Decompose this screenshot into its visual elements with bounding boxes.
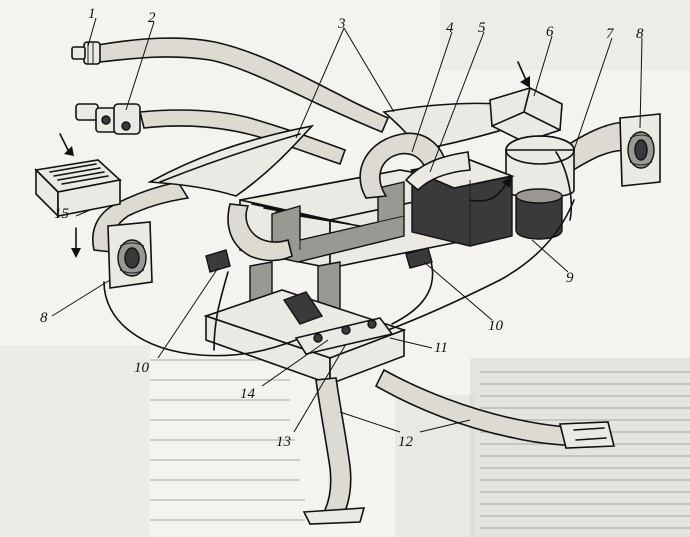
label-11: 11 xyxy=(434,340,448,356)
hose-connector-2-valve xyxy=(75,103,141,135)
label-1: 1 xyxy=(88,6,96,22)
leader-lines xyxy=(51,17,643,433)
fan-motor xyxy=(505,135,575,240)
label-3: 3 xyxy=(337,16,346,32)
label-10-left: 10 xyxy=(134,360,150,376)
label-5: 5 xyxy=(478,20,486,36)
label-8-right: 8 xyxy=(636,26,644,42)
label-12: 12 xyxy=(398,434,414,450)
label-7: 7 xyxy=(606,26,615,42)
callout-labels: 1 2 3 4 5 6 7 8 8 9 10 10 11 12 13 14 15 xyxy=(40,6,644,450)
hose-connector-1 xyxy=(71,41,101,65)
label-4: 4 xyxy=(446,20,454,36)
label-8-left: 8 xyxy=(40,310,48,326)
air-nozzle-right xyxy=(619,113,661,187)
fan-housing-top xyxy=(489,87,563,143)
cable-clamp-left xyxy=(205,249,231,273)
label-6: 6 xyxy=(546,24,554,40)
hose-left-to-nozzle xyxy=(92,181,190,253)
outlet-pipe-left xyxy=(315,377,352,515)
control-cables xyxy=(103,151,575,357)
outlet-mouth-right xyxy=(558,421,616,449)
label-9: 9 xyxy=(566,270,574,286)
air-intake-box xyxy=(34,159,122,218)
label-10-right: 10 xyxy=(488,318,504,334)
air-deflector-left xyxy=(147,124,315,197)
air-duct-left xyxy=(227,203,293,262)
flap-valve xyxy=(404,151,471,192)
hose-upper-2 xyxy=(138,109,347,166)
label-14: 14 xyxy=(240,386,256,402)
label-13: 13 xyxy=(276,434,291,450)
label-2: 2 xyxy=(148,10,156,26)
label-15: 15 xyxy=(54,206,70,222)
air-nozzle-left xyxy=(107,221,153,289)
hose-upper-1 xyxy=(97,37,390,134)
airflow-arrows xyxy=(59,61,530,258)
outlet-mouth-left xyxy=(302,507,366,525)
